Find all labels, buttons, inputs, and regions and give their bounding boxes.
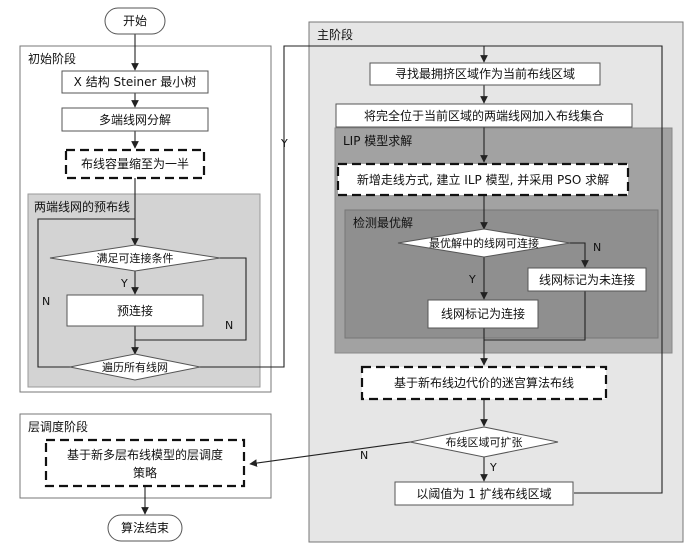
expand-cond-diamond	[409, 426, 559, 458]
end-terminal	[107, 514, 183, 542]
main-stage-title: 主阶段	[317, 27, 353, 42]
layer-step-label-2: 策略	[133, 465, 157, 480]
pre-route-y-label: Y	[120, 277, 128, 290]
start-label: 开始	[123, 14, 147, 28]
init-step-capacity	[64, 148, 206, 180]
pre-route-title: 两端线网的预布线	[34, 199, 130, 214]
detect-cond-diamond	[397, 228, 571, 258]
detect-yes-action	[427, 299, 539, 329]
main-step-find-region-label: 寻找最拥挤区域作为当前布线区域	[395, 66, 575, 81]
detect-yes-action-label: 线网标记为连接	[441, 306, 525, 321]
pre-route-panel	[27, 193, 261, 388]
loop-y-label: Y	[280, 137, 288, 150]
loop-all-nets-diamond	[69, 353, 201, 381]
pre-route-action-label: 预连接	[117, 303, 153, 318]
loop-all-nets-label: 遍历所有线网	[102, 360, 168, 374]
loop-n-label: N	[42, 295, 50, 308]
lip-step-ilp	[336, 162, 630, 197]
lip-title: LIP 模型求解	[343, 134, 412, 148]
layer-stage-title: 层调度阶段	[28, 419, 88, 434]
init-step-steiner-label: X 结构 Steiner 最小树	[74, 74, 197, 89]
main-step-add-nets-label: 将完全位于当前区域的两端线网加入布线集合	[364, 108, 604, 123]
init-step-decompose	[61, 107, 209, 132]
main-step-maze-label: 基于新布线边代价的迷宫算法布线	[394, 375, 574, 390]
init-step-decompose-label: 多端线网分解	[99, 113, 171, 127]
detect-title: 检测最优解	[353, 215, 413, 230]
pre-route-cond-diamond	[49, 244, 221, 272]
detect-y-label: Y	[468, 273, 476, 286]
detect-no-action	[527, 267, 647, 292]
layer-step	[44, 438, 246, 488]
end-label: 算法结束	[121, 520, 169, 535]
expand-y-label: Y	[489, 461, 497, 474]
init-stage-title: 初始阶段	[28, 51, 76, 66]
main-step-find-region	[369, 62, 601, 86]
detect-no-action-label: 线网标记为未连接	[539, 272, 635, 287]
main-step-add-nets	[335, 103, 633, 128]
pre-route-n-label: N	[225, 319, 233, 332]
expand-n-label: N	[360, 449, 368, 462]
start-terminal	[104, 7, 166, 35]
init-step-capacity-label: 布线容量缩至为一半	[81, 156, 189, 171]
init-step-steiner	[61, 70, 209, 94]
main-step-expand	[394, 481, 574, 506]
main-step-maze	[360, 365, 608, 401]
pre-route-action	[66, 294, 204, 327]
expand-cond-label: 布线区域可扩张	[446, 435, 523, 449]
pre-route-cond-label: 满足可连接条件	[97, 251, 174, 265]
lip-step-ilp-label: 新增走线方式, 建立 ILP 模型, 并采用 PSO 求解	[357, 172, 609, 187]
main-step-expand-label: 以阈值为 1 扩线布线区域	[416, 486, 551, 501]
detect-n-label: N	[593, 241, 601, 254]
layer-step-label-1: 基于新多层布线模型的层调度	[67, 447, 223, 462]
detect-cond-label: 最优解中的线网可连接	[429, 236, 539, 250]
